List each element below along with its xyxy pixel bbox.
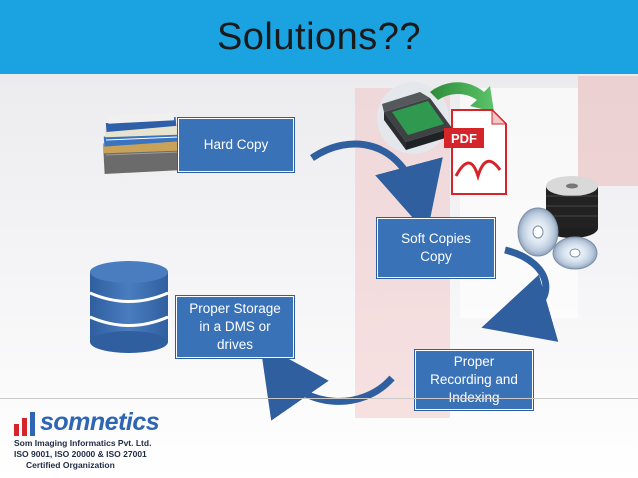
logo-certified-line: Certified Organization bbox=[26, 460, 115, 470]
step-hard-copy-box: Hard Copy bbox=[178, 118, 294, 172]
step-label: Soft Copies Copy bbox=[401, 231, 471, 264]
files-stack-icon bbox=[102, 112, 183, 175]
scanner-icon bbox=[377, 82, 452, 154]
step-label: Proper Storage in a DMS or drives bbox=[189, 301, 281, 352]
step-label: Proper Recording and Indexing bbox=[430, 354, 518, 405]
arrow-hardcopy-to-softcopies bbox=[310, 140, 443, 234]
pdf-label: PDF bbox=[451, 131, 477, 146]
footer-divider bbox=[0, 398, 638, 399]
step-recording-indexing-box: Proper Recording and Indexing bbox=[415, 350, 533, 410]
logo-company-line: Som Imaging Informatics Pvt. Ltd. bbox=[14, 438, 152, 448]
logo-name: somnetics bbox=[40, 408, 160, 436]
step-soft-copies-box: Soft Copies Copy bbox=[377, 218, 495, 278]
slide-header: Solutions?? bbox=[0, 0, 638, 74]
logo-iso-line: ISO 9001, ISO 20000 & ISO 27001 bbox=[14, 449, 147, 459]
arrow-softcopies-to-recording bbox=[481, 246, 559, 342]
database-icon bbox=[89, 261, 169, 353]
somnetics-logo: somnetics Som Imaging Informatics Pvt. L… bbox=[12, 408, 172, 470]
arrow-recording-to-storage bbox=[260, 343, 395, 421]
step-proper-storage-box: Proper Storage in a DMS or drives bbox=[176, 296, 294, 358]
step-label: Hard Copy bbox=[203, 137, 269, 152]
discs-icon bbox=[517, 176, 598, 270]
pdf-document-icon: PDF bbox=[444, 108, 508, 195]
slide-title: Solutions?? bbox=[216, 15, 422, 58]
green-arrow-icon bbox=[430, 82, 494, 112]
background-red-shape-right bbox=[578, 76, 638, 186]
somnetics-logo-icon bbox=[14, 412, 35, 436]
